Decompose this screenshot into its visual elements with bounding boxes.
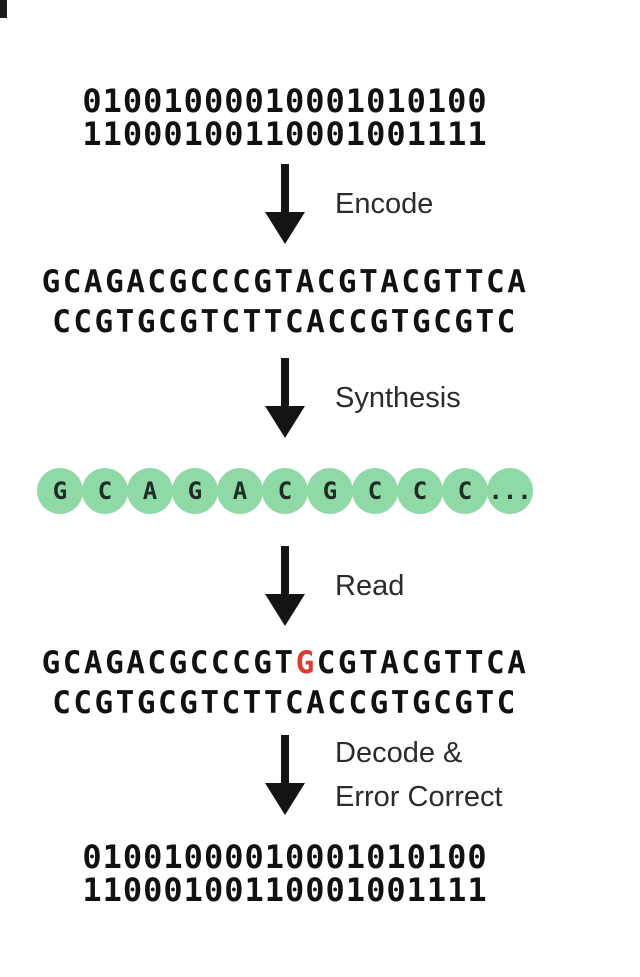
step-label-decode-error-correct: Decode & Error Correct [335,737,503,813]
base-circle: G [307,468,353,514]
step-label-synthesis: Synthesis [335,382,461,414]
binary-input-block: 01001000010001010100 1100010011000100111… [0,85,570,151]
corner-artifact [0,0,7,18]
binary-input-line-1: 01001000010001010100 [82,82,488,120]
read-dna-suffix: CGTACGTTCA [316,645,529,681]
step-label-encode: Encode [335,188,434,220]
encoded-dna-block: GCAGACGCCCGTACGTACGTTCA CCGTGCGTCTTCACCG… [0,262,570,342]
diagram-column: 01001000010001010100 1100010011000100111… [0,85,570,907]
synthesized-bases-row: G C A G A C G C C C ... [0,468,570,514]
read-error-base: G [295,645,317,681]
down-arrow-icon [263,164,307,244]
base-circle: A [217,468,263,514]
down-arrow-icon [263,735,307,815]
step-encode: Encode [0,164,570,244]
base-circle: C [442,468,488,514]
encoded-dna-line-1: GCAGACGCCCGTACGTACGTTCA [41,264,529,300]
base-circle: G [37,468,83,514]
base-circle: A [127,468,173,514]
encoded-dna-line-2: CCGTGCGTCTTCACCGTGCGTC [52,304,518,340]
step-decode-error-correct: Decode & Error Correct [0,735,570,815]
step-read: Read [0,546,570,626]
binary-output-line-1: 01001000010001010100 [82,838,488,876]
binary-output-line-2: 11000100110001001111 [82,871,488,909]
read-dna-block: GCAGACGCCCGTGCGTACGTTCA CCGTGCGTCTTCACCG… [0,643,570,723]
binary-output-block: 01001000010001010100 1100010011000100111… [0,841,570,907]
read-dna-line-1: GCAGACGCCCGTGCGTACGTTCA [0,643,570,683]
read-dna-line-2: CCGTGCGTCTTCACCGTGCGTC [52,685,518,721]
binary-input-line-2: 11000100110001001111 [82,115,488,153]
base-circle-ellipsis: ... [487,468,533,514]
base-circle: C [82,468,128,514]
step-synthesis: Synthesis [0,358,570,438]
read-dna-prefix: GCAGACGCCCGT [41,645,296,681]
base-circle: C [262,468,308,514]
down-arrow-icon [263,546,307,626]
base-circle: C [352,468,398,514]
step-label-read: Read [335,570,405,602]
base-circle: G [172,468,218,514]
down-arrow-icon [263,358,307,438]
base-circle: C [397,468,443,514]
